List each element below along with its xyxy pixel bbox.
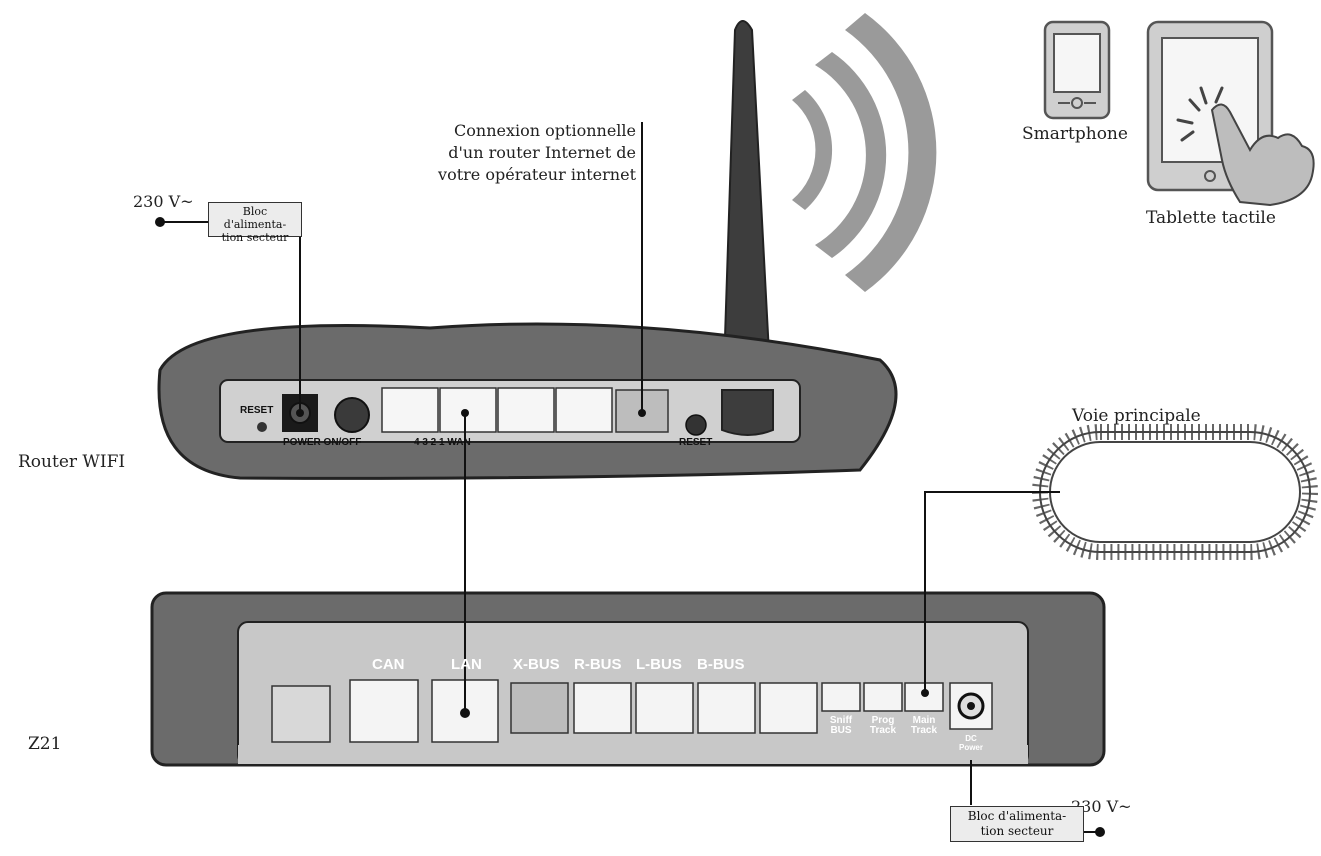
router-label: Router WIFI bbox=[18, 452, 126, 472]
touch-hand-icon bbox=[1176, 86, 1315, 207]
z21-port-rbus: R-BUS bbox=[574, 656, 622, 673]
z21-port-xbus: X-BUS bbox=[513, 656, 560, 673]
z21-main-label: Main Track bbox=[907, 716, 941, 736]
voltage-label-top: 230 V~ bbox=[133, 192, 194, 211]
voltage-label-bottom: 230 V~ bbox=[1071, 797, 1132, 816]
z21-main-line-2: Track bbox=[910, 725, 938, 736]
z21-dc-label: DC Power bbox=[953, 734, 989, 752]
z21-port-can: CAN bbox=[372, 656, 405, 673]
smartphone-label: Smartphone bbox=[1022, 124, 1128, 144]
psu-box-top: Bloc d'alimenta- tion secteur bbox=[208, 202, 302, 244]
psu-top-line-1: Bloc d'alimenta- bbox=[223, 205, 287, 231]
psu-box-bottom: Bloc d'alimenta- tion secteur bbox=[950, 806, 1084, 842]
z21-prog-label: Prog Track bbox=[866, 716, 900, 736]
z21-port-bbus: B-BUS bbox=[697, 656, 745, 673]
internet-callout: Connexion optionnelle d'un router Intern… bbox=[418, 120, 636, 186]
z21-sniff-line-1: Sniff bbox=[829, 715, 853, 726]
internet-callout-line-1: Connexion optionnelle bbox=[454, 121, 636, 140]
tablet-label: Tablette tactile bbox=[1146, 208, 1276, 228]
router-reset-right-label: RESET bbox=[679, 437, 713, 448]
track-label: Voie principale bbox=[1072, 406, 1201, 426]
router-reset-button bbox=[257, 422, 267, 432]
internet-callout-line-3: votre opérateur internet bbox=[438, 165, 636, 184]
z21-dc-line-1: DC bbox=[965, 734, 977, 743]
z21-sniff-label: Sniff BUS bbox=[826, 716, 856, 736]
connection-dots bbox=[155, 217, 1105, 837]
psu-top-line-2: tion secteur bbox=[221, 231, 289, 244]
router-power-switch bbox=[334, 397, 370, 433]
router-reset-button-right bbox=[685, 414, 707, 436]
wifi-waves-icon bbox=[792, 13, 937, 292]
router-reset-label: RESET bbox=[240, 405, 274, 416]
psu-bottom-line-1: Bloc d'alimenta- bbox=[967, 809, 1067, 823]
connection-lines bbox=[160, 122, 1100, 833]
z21-prog-line-1: Prog bbox=[871, 715, 895, 726]
internet-callout-line-2: d'un router Internet de bbox=[448, 143, 636, 162]
z21-sniff-line-2: BUS bbox=[830, 725, 852, 736]
smartphone-icon bbox=[1043, 20, 1111, 120]
z21-dc-line-2: Power bbox=[958, 743, 983, 752]
router-ports-label: 4 3 2 1 WAN bbox=[414, 437, 471, 448]
z21-port-lbus: L-BUS bbox=[636, 656, 682, 673]
main-track-icon bbox=[1032, 424, 1318, 560]
router-power-label: POWER ON/OFF bbox=[283, 437, 362, 448]
z21-main-line-1: Main bbox=[912, 715, 936, 726]
z21-prog-line-2: Track bbox=[869, 725, 897, 736]
z21-label: Z21 bbox=[28, 734, 62, 754]
z21-ports bbox=[271, 679, 993, 743]
z21-port-lan: LAN bbox=[451, 656, 482, 673]
psu-bottom-line-2: tion secteur bbox=[980, 824, 1054, 838]
router-lan-ports bbox=[381, 387, 613, 433]
